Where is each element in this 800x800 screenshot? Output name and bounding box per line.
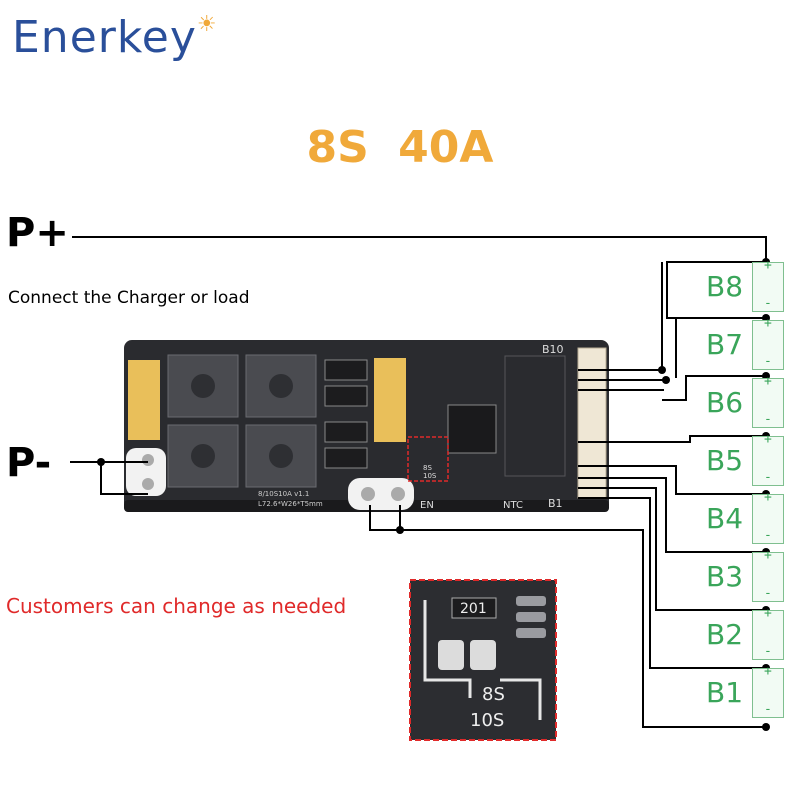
selector-label-8s: 8S <box>423 464 432 472</box>
terminal-positive-label: P+ <box>6 210 69 256</box>
silk-size: L72.6*W26*T5mm <box>258 500 323 508</box>
gold-pad-left <box>128 360 160 440</box>
cell-plus-sign: + <box>764 548 772 563</box>
page-title: 8S 40A <box>306 122 494 173</box>
battery-cell-b1: + - B1 <box>700 664 784 718</box>
cell-box <box>752 436 784 486</box>
cell-label: B8 <box>706 270 744 303</box>
cell-label: B4 <box>706 502 744 535</box>
cell-plus-sign: + <box>764 432 772 447</box>
zoom-option-10s: 10S <box>470 710 504 731</box>
p-minus-terminal <box>126 448 166 496</box>
bms-board: B10 B1 8/10S10A v1.1 L72.6*W26*T5mm EN N… <box>124 340 609 512</box>
cell-minus-sign: - <box>764 296 772 311</box>
cell-label: B7 <box>706 328 744 361</box>
cell-minus-sign: - <box>764 412 772 427</box>
wire-b3 <box>578 477 766 553</box>
connect-caption: Connect the Charger or load <box>8 288 250 308</box>
wire-p-plus <box>72 236 767 262</box>
wires <box>70 236 767 728</box>
pad-label-en: EN <box>420 500 434 511</box>
battery-cell-b5: + - B5 <box>700 432 784 486</box>
wire-p-minus-loop <box>100 462 148 495</box>
wire-b1 <box>400 529 766 728</box>
cell-minus-sign: - <box>764 702 772 717</box>
cell-label: B3 <box>706 560 744 593</box>
battery-cell-b8: + - B8 <box>700 258 784 312</box>
cell-label: B6 <box>706 386 744 419</box>
cell-label: B5 <box>706 444 744 477</box>
board-bottom-right-label: B1 <box>548 497 563 510</box>
battery-cell-b4: + - B4 <box>700 490 784 544</box>
cell-box <box>752 494 784 544</box>
cell-label: B2 <box>706 618 744 651</box>
cell-plus-sign: + <box>764 258 772 273</box>
cell-box <box>752 610 784 660</box>
cell-minus-sign: - <box>764 586 772 601</box>
cell-box <box>752 378 784 428</box>
cell-plus-sign: + <box>764 374 772 389</box>
cell-minus-sign: - <box>764 354 772 369</box>
balance-components <box>504 355 566 477</box>
cell-plus-sign: + <box>764 316 772 331</box>
cell-box <box>752 262 784 312</box>
bms-ic-chip <box>447 404 497 454</box>
battery-cell-b6: + - B6 <box>700 374 784 428</box>
pad-label-ntc: NTC <box>503 500 523 511</box>
cell-box <box>752 668 784 718</box>
wire-b2 <box>578 487 766 611</box>
cell-plus-sign: + <box>764 490 772 505</box>
gold-pad-center <box>374 358 406 442</box>
cell-box <box>752 552 784 602</box>
battery-cell-b7: + - B7 <box>700 316 784 370</box>
wire-b5 <box>578 435 766 443</box>
zoom-panel: 201 8S 10S <box>409 579 557 741</box>
wire-b1-sense <box>578 497 766 669</box>
wire-b-minus <box>369 505 401 531</box>
wire-b4 <box>578 465 766 495</box>
zoom-resistor-code: 201 <box>460 601 487 617</box>
sun-icon: ☀ <box>196 12 218 37</box>
customers-caption: Customers can change as needed <box>6 594 347 618</box>
cell-plus-sign: + <box>764 664 772 679</box>
cell-minus-sign: - <box>764 644 772 659</box>
selector-highlight <box>407 436 449 482</box>
brand-logo: Enerkey☀ <box>12 12 218 63</box>
selector-label-10s: 10S <box>423 472 437 480</box>
cell-minus-sign: - <box>764 470 772 485</box>
cell-box <box>752 320 784 370</box>
terminal-negative-label: P- <box>6 440 52 486</box>
b-minus-terminal <box>348 478 414 510</box>
zoom-option-8s: 8S <box>482 684 505 705</box>
balance-connector <box>577 347 607 499</box>
cell-plus-sign: + <box>764 606 772 621</box>
battery-cell-b3: + - B3 <box>700 548 784 602</box>
logo-text: Enerkey <box>12 12 197 63</box>
shunt-resistors <box>324 359 368 469</box>
wire-b6 <box>662 375 766 401</box>
cell-minus-sign: - <box>764 528 772 543</box>
silk-model: 8/10S10A v1.1 <box>258 490 309 498</box>
battery-cell-b2: + - B2 <box>700 606 784 660</box>
cell-label: B1 <box>706 676 744 709</box>
wire-b7 <box>675 317 766 378</box>
board-top-right-label: B10 <box>542 343 564 356</box>
